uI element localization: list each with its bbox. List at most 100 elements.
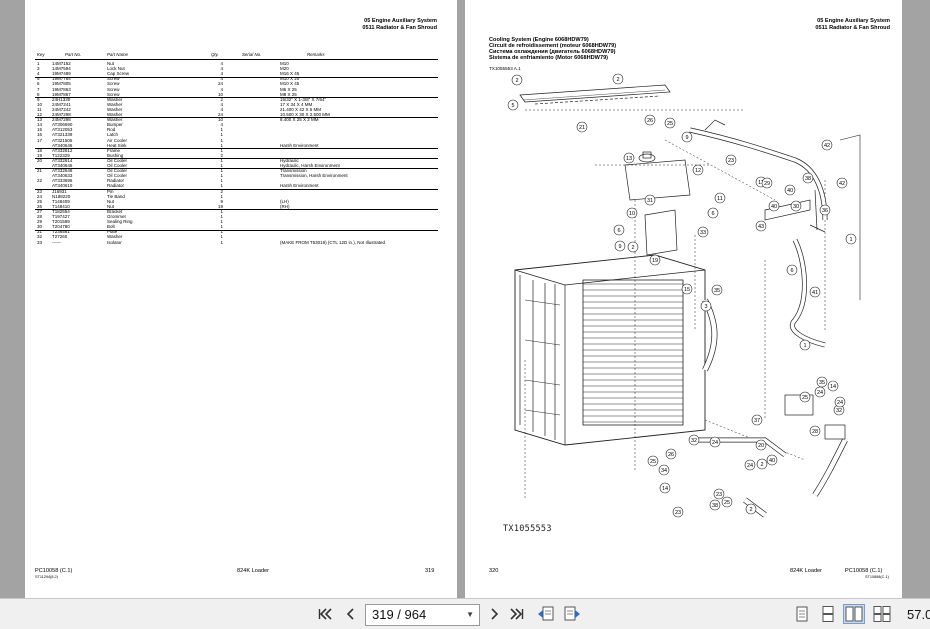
callout-bubble — [766, 454, 778, 466]
qty-cell: 4 — [220, 106, 223, 112]
row-divider — [35, 147, 438, 149]
part-name-cell: Washer — [107, 234, 123, 240]
callout-number: 35 — [819, 380, 825, 386]
remarks-cell: Transmission, Harsh Environment — [280, 173, 348, 179]
continuous-view-button[interactable] — [820, 604, 836, 624]
header-rule — [35, 59, 438, 60]
qty-cell: 2 — [220, 96, 223, 102]
part-no-cell: T122329 — [52, 152, 70, 158]
next-page-button[interactable] — [487, 604, 503, 624]
zoom-level[interactable]: 57.0 — [907, 607, 930, 622]
page-number-select[interactable]: 319 / 964 ▼ — [365, 604, 480, 626]
table-row: AT340633 Oil Cooler 1 Transmission, Harsh E… — [35, 173, 438, 178]
callout-bubble — [784, 184, 796, 196]
single-page-view-button[interactable] — [794, 604, 810, 624]
key-cell: 1 — [37, 61, 40, 66]
callout-number: 20 — [758, 443, 764, 449]
qty-cell: 1 — [220, 173, 223, 179]
part-no-cell: T204780 — [52, 224, 70, 230]
key-cell: 33 — [37, 239, 43, 245]
remarks-cell: M10 X 20 — [280, 76, 300, 82]
callout-number: 6 — [711, 211, 714, 217]
callout-bubble — [814, 386, 826, 398]
part-no-cell: AT332612 — [52, 147, 73, 153]
callout-number: 9 — [618, 244, 621, 250]
part-no-cell: 24M7242 — [52, 106, 71, 112]
key-cell: 11 — [37, 106, 42, 112]
two-page-view-button[interactable] — [843, 604, 865, 624]
part-no-cell: T201589 — [52, 219, 70, 225]
key-cell: 25 — [37, 198, 43, 204]
part-name-cell: Rod — [107, 127, 116, 133]
remarks-cell: Harsh Environment — [280, 142, 319, 148]
qty-cell: 1 — [220, 183, 223, 189]
callout-bubble — [755, 220, 767, 232]
part-no-cell: 24M7298 — [52, 117, 71, 123]
part-no-cell: AT332614 — [52, 157, 73, 163]
callout-bubble — [819, 204, 831, 216]
callout-number: 24 — [837, 400, 843, 406]
part-name-cell: Washer — [107, 106, 123, 112]
callout-bubble — [745, 503, 757, 515]
remarks-cell: M8 X 25 — [280, 91, 297, 97]
qty-cell: 1 — [220, 229, 223, 235]
remarks-cell: M10 — [280, 61, 289, 66]
two-page-continuous-view-button[interactable] — [872, 604, 892, 624]
callout-bubble — [681, 283, 693, 295]
key-cell: 22 — [37, 178, 43, 184]
qty-cell: 1 — [220, 239, 223, 245]
first-page-button[interactable] — [316, 604, 334, 624]
qty-cell: 1 — [220, 147, 223, 153]
part-name-cell: Pin — [107, 188, 114, 194]
part-no-cell: T148410 — [52, 203, 70, 209]
callout-number: 28 — [812, 429, 818, 435]
callout-bubble — [809, 425, 821, 437]
callout-bubble — [623, 152, 635, 164]
remarks-cell: M6 X 25 — [280, 86, 297, 92]
page-indicator: 319 / 964 — [372, 607, 427, 622]
go-back-button[interactable] — [536, 604, 556, 624]
previous-page-button[interactable] — [342, 604, 358, 624]
part-name-cell: Screw — [107, 86, 120, 92]
qty-cell: 4 — [220, 71, 223, 77]
remarks-cell: M20 — [280, 66, 289, 72]
key-cell: 16 — [37, 132, 43, 138]
previous-page-icon — [346, 608, 354, 620]
callout-number: 23 — [716, 492, 722, 498]
key-cell: 10 — [37, 101, 43, 107]
last-page-button[interactable] — [508, 604, 526, 624]
part-name-cell: Oil Cooler — [107, 173, 128, 179]
callout-number: 42 — [824, 143, 830, 149]
key-cell: 19 — [37, 152, 43, 158]
callout-bubble — [799, 339, 811, 351]
go-forward-button[interactable] — [562, 604, 582, 624]
callout-number: 19 — [652, 258, 658, 264]
section-subtitle: 0511 Radiator & Fan Shroud — [362, 25, 437, 31]
part-no-cell: 19M7784 — [52, 76, 71, 82]
part-name-cell: Bolt — [107, 224, 115, 230]
part-no-cell: AT340633 — [52, 173, 73, 179]
callout-bubble — [816, 376, 828, 388]
key-cell: 21 — [37, 168, 43, 174]
row-divider — [35, 158, 438, 160]
callout-bubble — [644, 194, 656, 206]
qty-cell: 1 — [220, 132, 223, 138]
callout-bubble — [786, 264, 798, 276]
callout-number: 1 — [849, 237, 852, 243]
part-no-cell: 24M7241 — [52, 101, 71, 107]
qty-cell: 4 — [220, 122, 223, 128]
document-viewer[interactable]: 05 Engine Auxiliary System 0511 Radiator… — [0, 0, 930, 598]
qty-cell: 1 — [220, 208, 223, 214]
qty-cell: 24 — [217, 112, 223, 117]
part-no-cell: T182554 — [52, 208, 70, 214]
part-no-cell: T236561 — [52, 229, 70, 235]
callout-bubble — [751, 414, 763, 426]
callout-bubble — [681, 131, 693, 143]
single-page-view-icon — [796, 606, 808, 622]
